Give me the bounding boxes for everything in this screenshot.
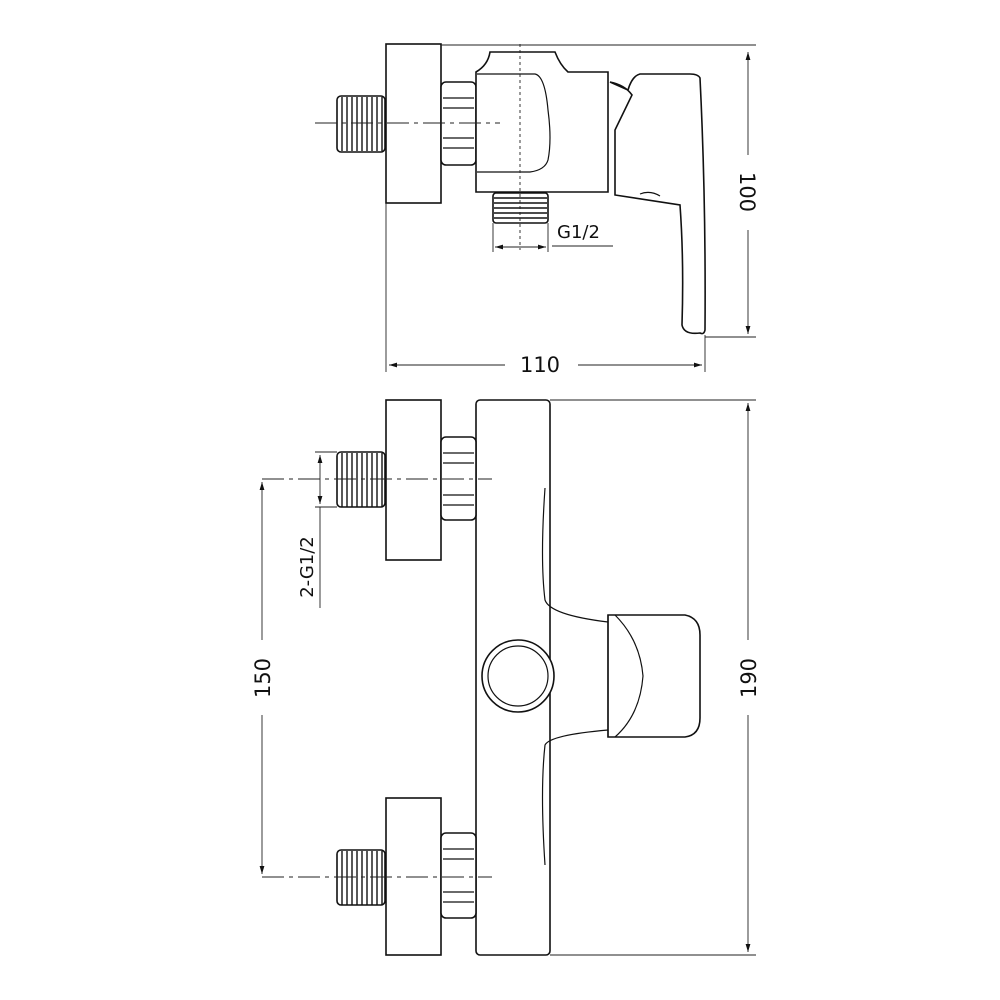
front-handle bbox=[607, 614, 701, 738]
inlet-thread-side bbox=[336, 95, 386, 153]
dim-height-top: 100 bbox=[735, 172, 759, 212]
dim-total-height: 190 bbox=[737, 658, 761, 698]
valve-body bbox=[475, 51, 609, 193]
dim-inlet-thread: 2-G1/2 bbox=[297, 536, 318, 598]
outlet-thread bbox=[492, 192, 549, 224]
dim-width: 110 bbox=[520, 353, 560, 377]
side-view: 100 110 G1/2 bbox=[315, 43, 759, 377]
inlet-lower bbox=[262, 797, 492, 956]
inlet-upper bbox=[262, 399, 492, 561]
lever-handle bbox=[609, 73, 706, 335]
dim-outlet-thread: G1/2 bbox=[557, 222, 600, 243]
front-view: 150 2-G1/2 190 bbox=[251, 399, 761, 956]
diverter-knob bbox=[481, 639, 555, 713]
dim-inlet-spacing: 150 bbox=[251, 658, 275, 698]
hex-nut bbox=[440, 81, 477, 166]
